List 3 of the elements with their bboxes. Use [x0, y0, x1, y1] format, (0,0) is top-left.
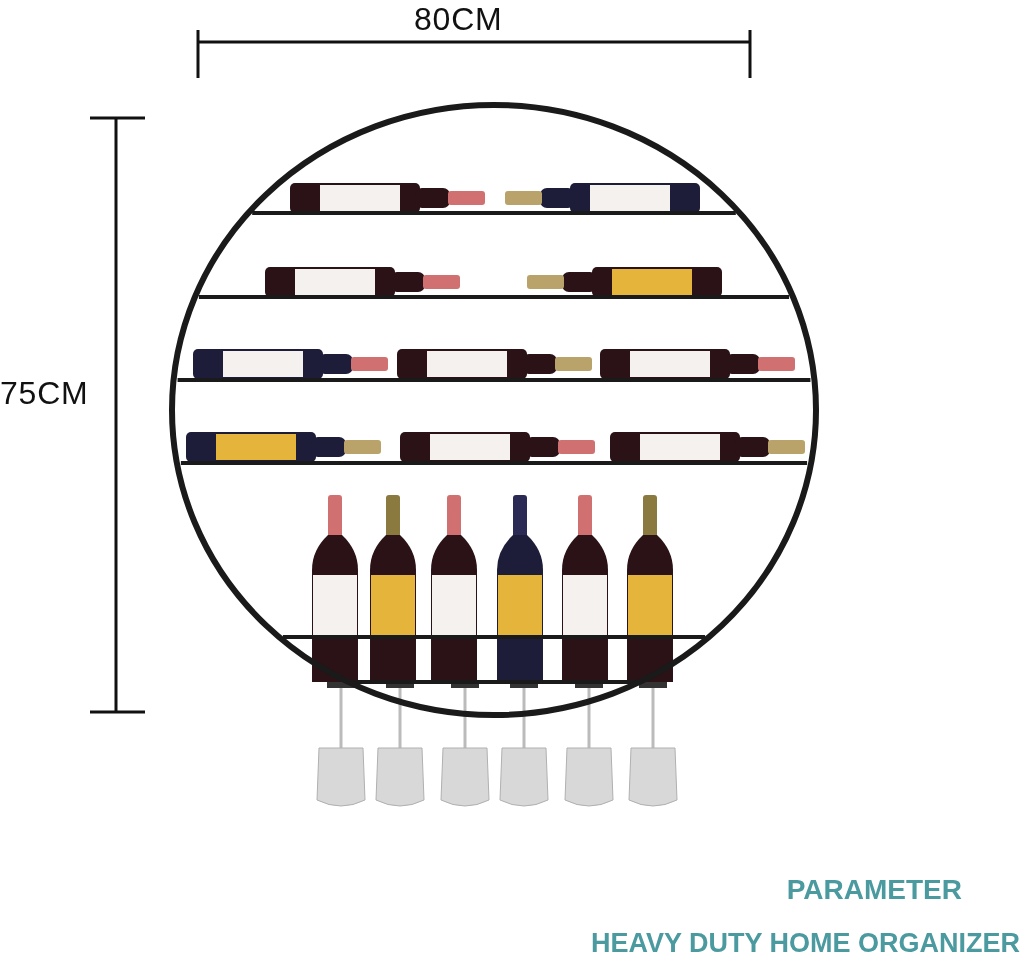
heading-text: PARAMETER	[786, 873, 962, 907]
dimension-label: 80CM	[414, 0, 503, 38]
subheading-text: HEAVY DUTY HOME ORGANIZER	[590, 927, 1020, 960]
